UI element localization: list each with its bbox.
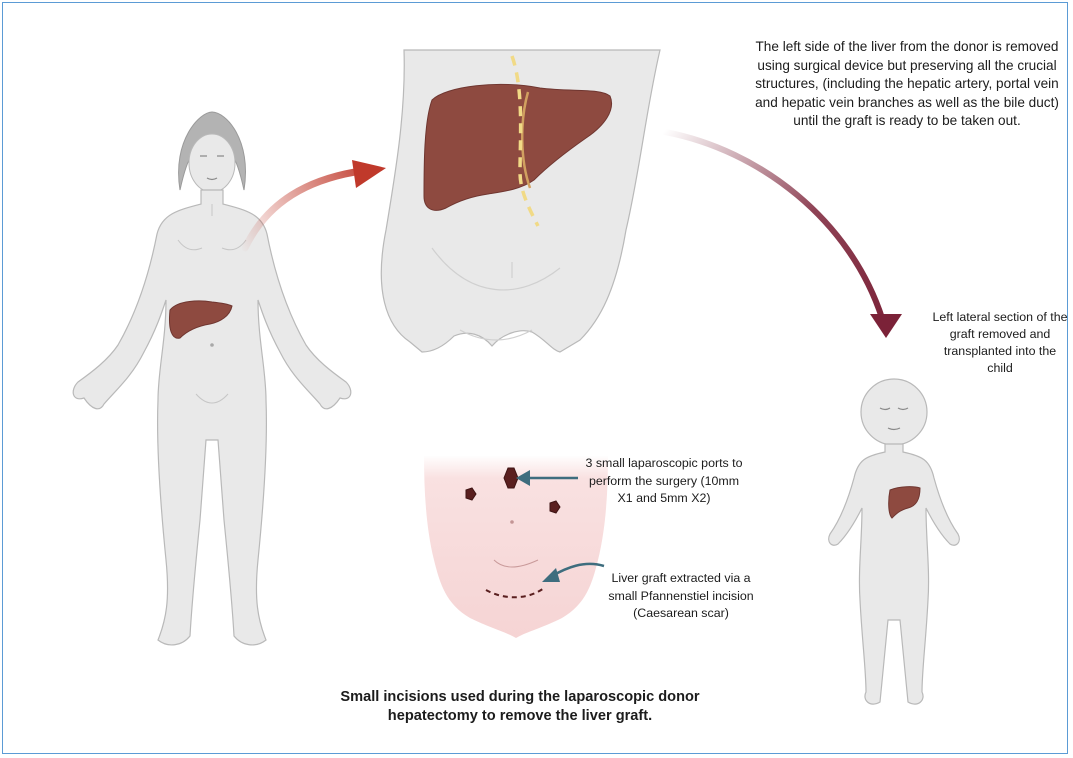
adult-donor-figure bbox=[73, 112, 351, 645]
torso-closeup bbox=[381, 50, 660, 352]
abdomen-incision-view bbox=[424, 456, 608, 638]
lateral-section-text: Left lateral section of the graft remove… bbox=[930, 309, 1070, 377]
donor-body bbox=[73, 190, 351, 645]
child-recipient-figure bbox=[829, 379, 960, 704]
arrow-to-child bbox=[665, 132, 902, 338]
child-body bbox=[829, 444, 960, 704]
ports-text: 3 small laparoscopic ports to perform th… bbox=[584, 455, 744, 508]
graft-extraction-text: Liver graft extracted via a small Pfanne… bbox=[606, 570, 756, 623]
figure-caption: Small incisions used during the laparosc… bbox=[300, 688, 740, 726]
removal-description-text: The left side of the liver from the dono… bbox=[748, 38, 1066, 131]
donor-head bbox=[189, 134, 235, 192]
